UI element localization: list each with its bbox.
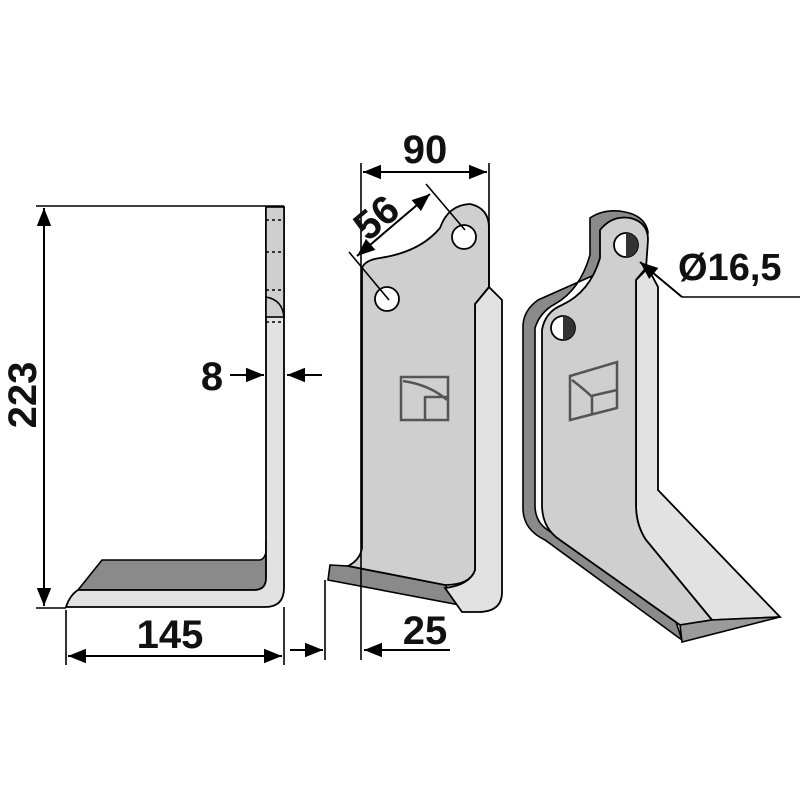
offset-dimension-label: 25: [403, 609, 448, 653]
mounting-hole-icon: [451, 224, 477, 250]
perspective-view: Ø16,5: [522, 210, 800, 644]
brand-logo-icon: [568, 360, 619, 422]
hole-spacing-dimension-label: 56: [345, 187, 407, 249]
side-view: 223 8 145: [1, 205, 322, 665]
height-dimension-label: 223: [1, 362, 45, 429]
brand-logo-icon: [399, 375, 450, 422]
length-dimension-label: 145: [137, 613, 204, 657]
mounting-hole-icon: [374, 286, 400, 312]
thickness-dimension-label: 8: [201, 355, 223, 399]
front-view: 90 56 25: [290, 128, 503, 660]
hole-diameter-dimension-label: Ø16,5: [678, 247, 782, 289]
width-dimension-label: 90: [403, 128, 448, 172]
